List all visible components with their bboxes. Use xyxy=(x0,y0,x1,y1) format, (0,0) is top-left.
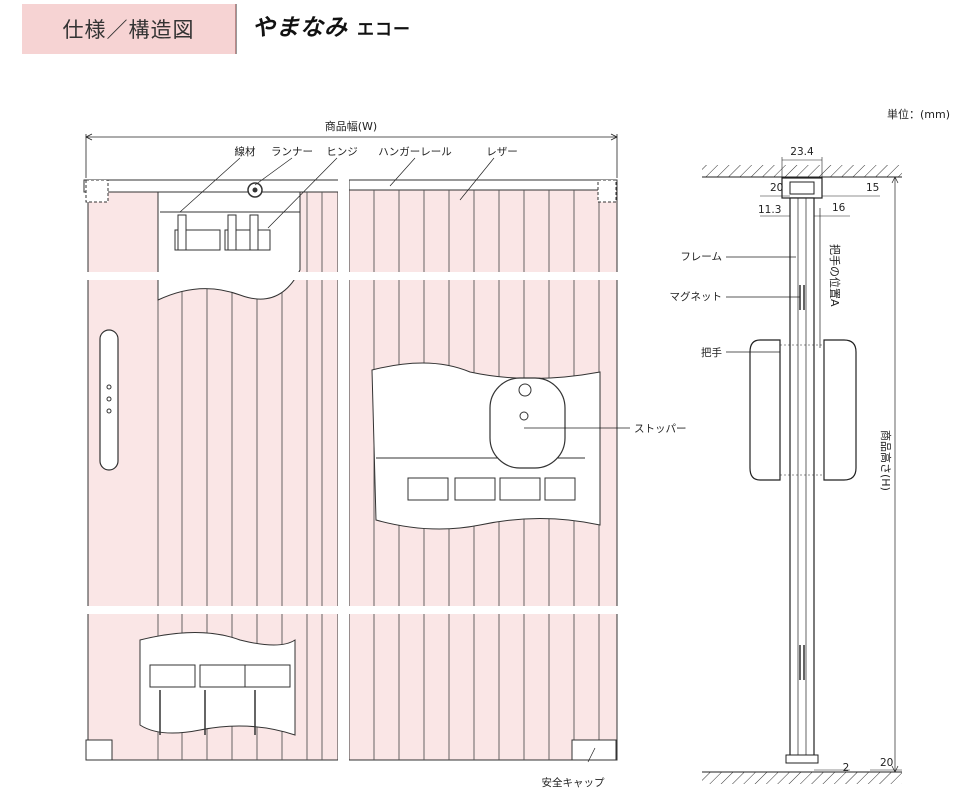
header-divider xyxy=(236,4,237,54)
callout-magnet: マグネット xyxy=(670,290,723,303)
dim-20-bottom: 20 xyxy=(880,757,893,769)
callout-hanger-rail: ハンガーレール xyxy=(378,146,452,158)
ceiling-hatch xyxy=(702,165,902,177)
side-bottom xyxy=(785,754,819,764)
dim-top-width: 23.4 xyxy=(790,146,814,158)
dim-16: 16 xyxy=(832,202,846,214)
magnets xyxy=(799,285,805,680)
callout-runner: ランナー xyxy=(271,146,313,158)
front-leaders xyxy=(179,157,630,763)
side-view: フレーム マグネット 把手 把手の位置A 商品高さ(H) 23.4 20 15 … xyxy=(670,146,902,784)
section-tag-label: 仕様／構造図 xyxy=(62,18,195,42)
dim-11-3: 11.3 xyxy=(758,204,781,216)
height-dimension xyxy=(891,176,899,773)
callout-frame: フレーム xyxy=(680,251,722,263)
left-panel xyxy=(83,179,347,761)
front-view: 商品幅(W) xyxy=(80,119,687,789)
stopper-cutaway xyxy=(371,362,601,530)
unit-label: 単位：(mm) xyxy=(886,108,950,121)
brand-main: やまなみ xyxy=(252,15,348,41)
callout-safety-cap: 安全キャップ xyxy=(542,776,605,789)
safety-cap-left xyxy=(85,739,113,761)
section-tag: 仕様／構造図 xyxy=(22,4,236,54)
side-leaders xyxy=(726,256,800,353)
width-dimension xyxy=(85,133,618,178)
callout-hinge: ヒンジ xyxy=(326,146,358,158)
stopper-part xyxy=(489,377,566,469)
right-panel xyxy=(348,179,618,761)
dim-15: 15 xyxy=(866,182,879,194)
brand-logo: やまなみ エコー xyxy=(252,8,411,42)
side-handle xyxy=(749,339,857,481)
callout-wire: 線材 xyxy=(235,145,256,158)
side-frame xyxy=(789,197,815,761)
top-cutaway-left xyxy=(157,182,301,301)
dim-20-top: 20 xyxy=(770,182,783,194)
height-label: 商品高さ(H) xyxy=(879,430,893,491)
width-label: 商品幅(W) xyxy=(325,119,377,133)
brand-sub: エコー xyxy=(357,20,412,40)
dim-2: 2 xyxy=(843,762,850,774)
callout-stopper: ストッパー xyxy=(634,423,687,435)
callout-leather: レザー xyxy=(486,146,518,158)
floor-hatch xyxy=(702,772,902,784)
pull-handle xyxy=(99,329,119,471)
bottom-cutaway-left xyxy=(139,632,296,736)
callout-handle: 把手 xyxy=(701,346,722,359)
handle-position-label: 把手の位置A xyxy=(828,244,842,307)
